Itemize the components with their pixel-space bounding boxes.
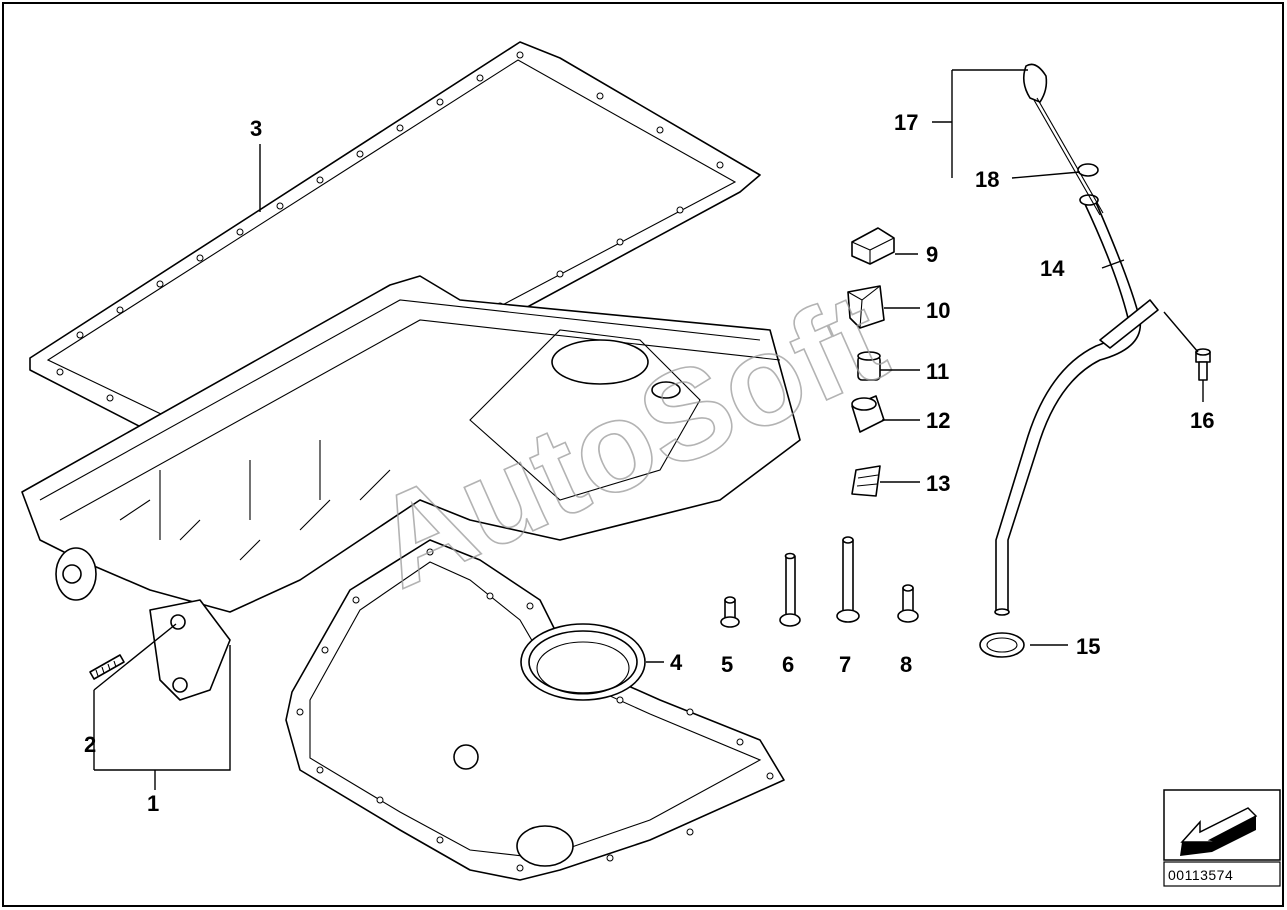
callout-11: 11	[926, 359, 949, 384]
callout-10: 10	[926, 298, 950, 323]
callout-6: 6	[782, 652, 794, 677]
callout-16: 16	[1190, 408, 1214, 433]
oil-pan-upper	[21, 275, 801, 613]
callout-numbers: 3 2 1 4 5 6 7 8 9 10 11 12 13 14 15 16 1…	[84, 110, 1214, 816]
clip-13	[851, 465, 881, 497]
seal-ring	[520, 623, 646, 701]
leader-lines	[93, 69, 1204, 790]
callout-4: 4	[670, 650, 683, 675]
fitting-10	[847, 285, 885, 329]
cap-9	[851, 227, 895, 265]
gasket-lower	[285, 539, 785, 881]
callout-3: 3	[250, 116, 262, 141]
diagram-number: 00113574	[1168, 867, 1233, 883]
callout-1: 1	[147, 791, 159, 816]
bolt-16	[1195, 348, 1211, 381]
ring-15	[979, 632, 1025, 658]
sleeve-11	[857, 351, 881, 381]
callout-7: 7	[839, 652, 851, 677]
diagram-number-box	[1163, 861, 1281, 887]
callout-2: 2	[84, 732, 96, 757]
arrow-icon[interactable]	[1163, 789, 1281, 861]
bolt-5	[720, 596, 740, 628]
callout-9: 9	[926, 242, 938, 267]
bolt-6	[779, 552, 801, 627]
stud	[89, 654, 125, 680]
callout-13: 13	[926, 471, 950, 496]
bolt-7	[836, 536, 860, 623]
dipstick	[1022, 63, 1104, 216]
callout-17: 17	[894, 110, 918, 135]
guide-tube	[994, 194, 1159, 616]
callout-15: 15	[1076, 634, 1100, 659]
bolt-8	[897, 584, 919, 623]
callout-12: 12	[926, 408, 950, 433]
bracket	[149, 599, 231, 701]
callout-8: 8	[900, 652, 912, 677]
callout-14: 14	[1040, 256, 1065, 281]
callout-18: 18	[975, 167, 999, 192]
callout-5: 5	[721, 652, 733, 677]
